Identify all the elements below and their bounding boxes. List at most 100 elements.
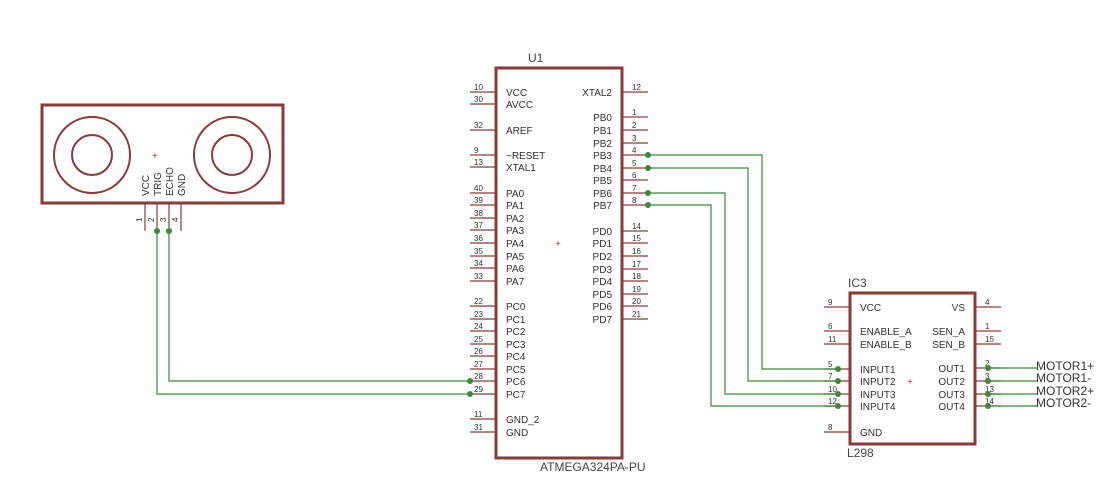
sensor-pin-number: 4 bbox=[171, 217, 180, 222]
u1-pin-label: PC0 bbox=[506, 302, 526, 313]
ic3-pin-number: 15 bbox=[985, 335, 994, 344]
sensor-pin-label: ECHO bbox=[165, 167, 176, 196]
net-label-motor1minus[interactable]: MOTOR1- bbox=[1036, 371, 1091, 385]
ic3-pin-label: OUT1 bbox=[938, 364, 965, 375]
u1-pin-label: PD2 bbox=[593, 252, 613, 263]
transducer-right-outer bbox=[193, 116, 271, 194]
sensor-pin-number: 1 bbox=[135, 217, 144, 222]
u1-pin-number: 18 bbox=[632, 272, 641, 281]
u1-pin-number: 13 bbox=[474, 158, 483, 167]
u1-pin-number: 17 bbox=[632, 260, 641, 269]
wire-pb6-input3[interactable] bbox=[648, 192, 838, 395]
u1-pin-number: 31 bbox=[474, 423, 483, 432]
ic3-pin-number: 14 bbox=[985, 397, 994, 406]
u1-pin-number: 33 bbox=[474, 272, 483, 281]
junction-dot bbox=[985, 378, 991, 384]
transducer-left-outer bbox=[53, 116, 131, 194]
u1-pin-number: 8 bbox=[632, 196, 637, 205]
u1-pin-number: 23 bbox=[474, 310, 483, 319]
ic3-pin-number: 8 bbox=[828, 423, 833, 432]
u1-pin-label: PC6 bbox=[506, 377, 526, 388]
wire-pb4-input2[interactable] bbox=[648, 167, 838, 382]
ic3-pin-label: OUT2 bbox=[938, 377, 965, 388]
u1-pin-label: PB6 bbox=[593, 189, 612, 200]
u1-pin-label: VCC bbox=[506, 88, 527, 99]
u1-pin-label: PA6 bbox=[506, 264, 525, 275]
ic3-origin-mark: + bbox=[907, 377, 913, 388]
wire-trig-pc7[interactable] bbox=[156, 231, 470, 395]
ic3-pin-number: 1 bbox=[985, 322, 990, 331]
wire-pb7-input4[interactable] bbox=[648, 204, 838, 407]
u1-pin-label: PD6 bbox=[593, 302, 613, 313]
u1-pin-number: 3 bbox=[632, 134, 637, 143]
u1-pin-label: PC1 bbox=[506, 315, 526, 326]
wires bbox=[154, 152, 1038, 409]
u1-pin-number: 38 bbox=[474, 209, 483, 218]
u1-pin-number: 22 bbox=[474, 297, 483, 306]
u1-pin-label: PC3 bbox=[506, 340, 526, 351]
u1-pin-number: 2 bbox=[632, 121, 637, 130]
u1-pin-label: GND bbox=[506, 428, 528, 439]
u1-pin-number: 5 bbox=[632, 159, 637, 168]
ultrasonic-sensor[interactable]: + VCC TRIG ECHO GND 1 2 3 4 bbox=[40, 103, 285, 231]
u1-pin-label: PD3 bbox=[593, 265, 613, 276]
ic3-motor-driver[interactable]: IC3 + L298 9VCC6ENABLE_A11ENABLE_B5INPUT… bbox=[824, 276, 1001, 460]
u1-origin-mark: + bbox=[555, 239, 561, 250]
ic3-designator: IC3 bbox=[848, 276, 867, 290]
u1-pin-number: 11 bbox=[474, 410, 483, 419]
junction-dot bbox=[645, 165, 651, 171]
u1-pin-number: 14 bbox=[632, 222, 641, 231]
u1-pin-number: 25 bbox=[474, 335, 483, 344]
junction-dot bbox=[154, 228, 160, 234]
u1-pin-label: PD5 bbox=[593, 290, 613, 301]
transducer-right-inner bbox=[211, 134, 253, 176]
u1-pin-label: PC2 bbox=[506, 327, 526, 338]
u1-pin-label: AVCC bbox=[506, 100, 533, 111]
junction-dot bbox=[985, 365, 991, 371]
net-label-motor2minus[interactable]: MOTOR2- bbox=[1036, 396, 1091, 410]
junction-dot bbox=[985, 391, 991, 397]
u1-pin-label: XTAL1 bbox=[506, 163, 536, 174]
u1-pin-number: 12 bbox=[632, 83, 641, 92]
sensor-pin-number: 2 bbox=[147, 217, 156, 222]
u1-pin-label: PB0 bbox=[593, 113, 612, 124]
ic3-pin-number: 9 bbox=[828, 298, 833, 307]
u1-pin-label: PD1 bbox=[593, 239, 613, 250]
u1-pin-number: 36 bbox=[474, 234, 483, 243]
ic3-pin-label: INPUT2 bbox=[860, 377, 896, 388]
u1-pin-number: 32 bbox=[474, 121, 483, 130]
u1-pin-label: PC4 bbox=[506, 352, 526, 363]
ic3-pin-label: OUT4 bbox=[938, 402, 965, 413]
ic3-pin-label: VCC bbox=[860, 303, 881, 314]
junction-dot bbox=[835, 378, 841, 384]
u1-designator: U1 bbox=[528, 51, 544, 65]
junction-dot bbox=[467, 378, 473, 384]
sensor-pin-number: 3 bbox=[159, 217, 168, 222]
junction-dot bbox=[835, 391, 841, 397]
u1-pin-number: 6 bbox=[632, 171, 637, 180]
u1-pin-number: 20 bbox=[632, 297, 641, 306]
u1-part-value: ATMEGA324PA-PU bbox=[540, 460, 646, 474]
ic3-pin-label: INPUT3 bbox=[860, 390, 896, 401]
u1-pin-label: XTAL2 bbox=[582, 88, 612, 99]
ic3-pin-label: INPUT4 bbox=[860, 402, 896, 413]
u1-pin-number: 29 bbox=[474, 385, 483, 394]
u1-pin-number: 4 bbox=[632, 146, 637, 155]
u1-microcontroller[interactable]: U1 + ATMEGA324PA-PU 10VCC30AVCC32AREF9~R… bbox=[470, 51, 648, 474]
u1-pin-label: AREF bbox=[506, 126, 533, 137]
net-label-motor2plus[interactable]: MOTOR2+ bbox=[1036, 384, 1094, 398]
u1-pin-number: 34 bbox=[474, 259, 483, 268]
u1-pin-number: 27 bbox=[474, 360, 483, 369]
wire-pb3-input1[interactable] bbox=[648, 154, 838, 370]
ic3-pin-label: ENABLE_B bbox=[860, 340, 912, 351]
u1-pin-number: 28 bbox=[474, 372, 483, 381]
u1-pin-label: PC5 bbox=[506, 365, 526, 376]
ic3-pin-number: 4 bbox=[985, 298, 990, 307]
u1-pin-label: PB4 bbox=[593, 164, 612, 175]
net-label-motor1plus[interactable]: MOTOR1+ bbox=[1036, 359, 1094, 373]
ic3-part-value: L298 bbox=[847, 446, 874, 460]
u1-pin-label: PB2 bbox=[593, 139, 612, 150]
wire-echo-pc6[interactable] bbox=[168, 231, 470, 382]
u1-pin-label: ~RESET bbox=[506, 151, 545, 162]
